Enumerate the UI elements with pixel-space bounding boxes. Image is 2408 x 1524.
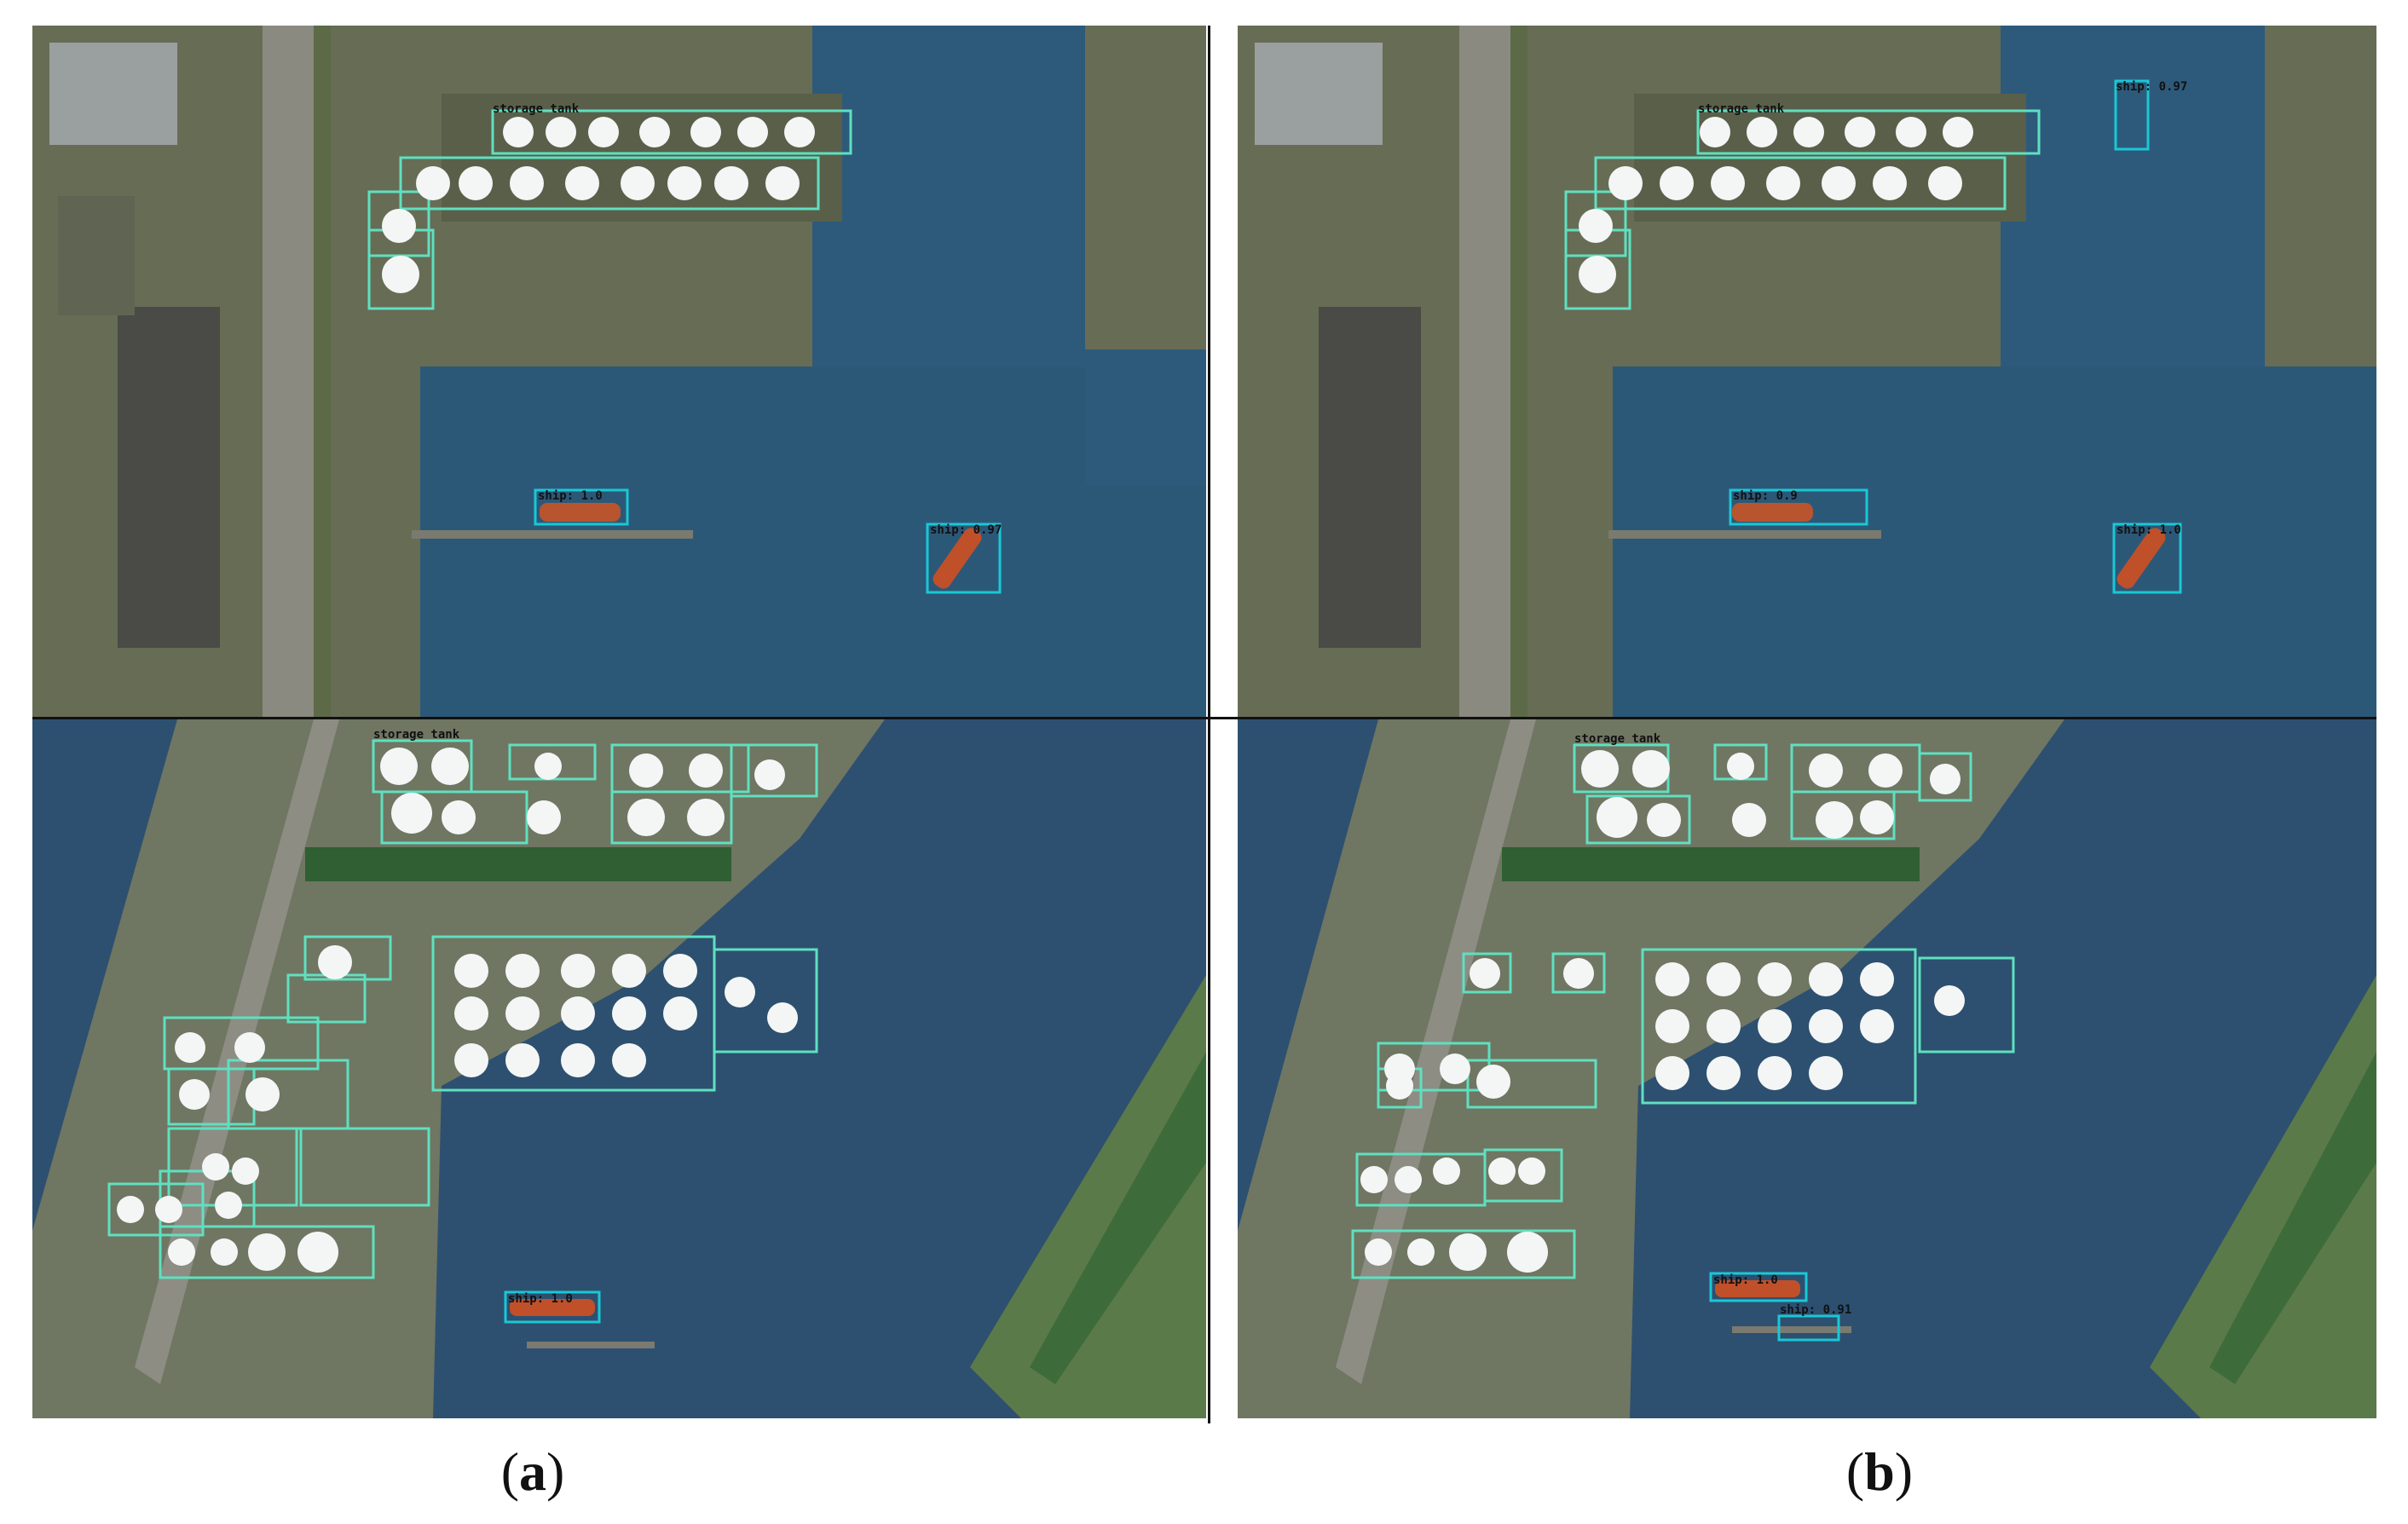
ship-label: ship: 1.0 <box>2116 523 2181 537</box>
panel-b-top-image: ship: 0.97 ship: 0.9 ship: 1.0 storage t… <box>1238 26 2376 717</box>
caption-paren-open: ( <box>1845 1441 1865 1502</box>
caption-a: (a) <box>448 1440 618 1504</box>
ship-label: ship: 0.97 <box>2116 80 2187 94</box>
ship-label: ship: 1.0 <box>508 1292 573 1306</box>
storage-tank-label: storage tank <box>493 102 580 116</box>
caption-paren-close: ) <box>546 1441 565 1502</box>
panel-b-bottom-image: ship: 1.0 ship: 0.91 storage tank <box>1238 719 2376 1418</box>
caption-letter: a <box>519 1441 546 1502</box>
panel-a-bottom-image: ship: 1.0 storage tank <box>32 719 1206 1418</box>
ship-label: ship: 0.97 <box>930 523 1002 537</box>
caption-paren-close: ) <box>1894 1441 1914 1502</box>
ship-label: ship: 1.0 <box>538 489 603 503</box>
vertical-divider <box>1208 26 1210 1423</box>
ship-label: ship: 0.9 <box>1733 489 1798 503</box>
storage-tank-label: storage tank <box>1698 102 1785 116</box>
ship-label: ship: 0.91 <box>1780 1303 1851 1317</box>
storage-tank-label: storage tank <box>373 728 460 742</box>
ship-label: ship: 1.0 <box>1713 1273 1778 1287</box>
caption-letter: b <box>1864 1441 1895 1502</box>
horizontal-divider <box>32 717 2376 719</box>
caption-b: (b) <box>1794 1440 1965 1504</box>
panel-a-top-image: ship: 1.0 ship: 0.97 storage tank <box>32 26 1206 717</box>
caption-paren-open: ( <box>500 1441 519 1502</box>
storage-tank-label: storage tank <box>1574 732 1661 746</box>
